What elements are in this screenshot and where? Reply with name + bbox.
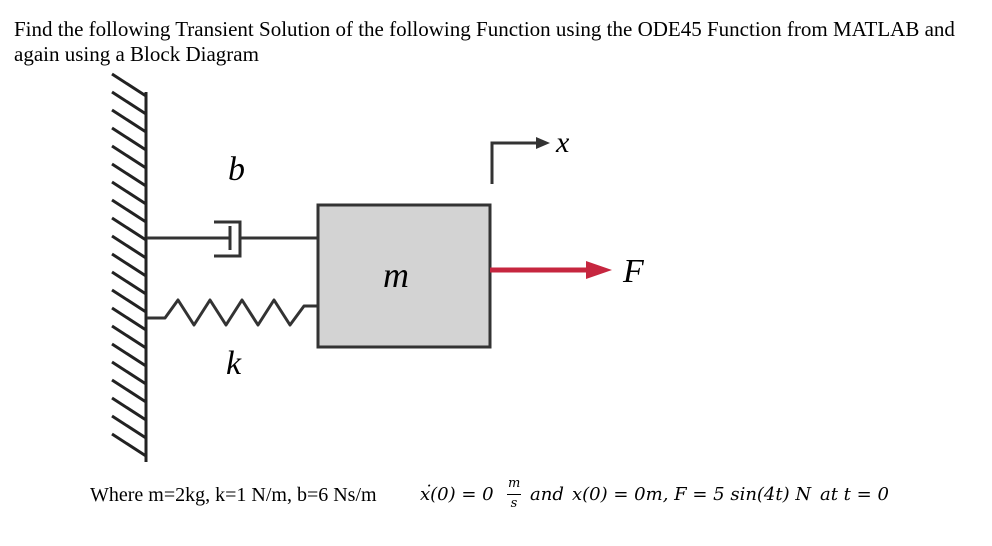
force-arrow bbox=[490, 261, 612, 279]
hatch-line bbox=[111, 396, 147, 422]
hatch-line bbox=[111, 162, 147, 188]
wall bbox=[111, 72, 148, 462]
spring-label: k bbox=[226, 345, 242, 382]
and-text: and bbox=[530, 484, 564, 505]
initial-position-and-force: x(0) = 0m, F = 5 sin(4t) N bbox=[572, 484, 812, 505]
hatch-line bbox=[111, 378, 147, 404]
hatch-line bbox=[111, 432, 147, 458]
velocity-unit-denominator: s bbox=[510, 496, 518, 511]
question-text: Find the following Transient Solution of… bbox=[14, 17, 955, 66]
mass-label: m bbox=[383, 255, 409, 295]
velocity-unit-numerator: m bbox=[508, 476, 521, 491]
hatch-line bbox=[111, 252, 147, 278]
hatch-line bbox=[111, 216, 147, 242]
hatch-line bbox=[111, 342, 147, 368]
mass-block bbox=[316, 203, 492, 349]
spring bbox=[147, 298, 318, 327]
hatch-line bbox=[111, 198, 147, 224]
hatch-line bbox=[111, 360, 147, 386]
initial-time: at t = 0 bbox=[820, 484, 889, 505]
force-label: F bbox=[622, 253, 645, 290]
hatch-line bbox=[111, 324, 147, 350]
hatch-line bbox=[111, 90, 147, 116]
displacement-label: x bbox=[555, 126, 570, 159]
hatch-line bbox=[111, 414, 147, 440]
damper bbox=[147, 220, 318, 258]
hatch-line bbox=[111, 234, 147, 260]
hatch-line bbox=[111, 144, 147, 170]
displacement-arrow bbox=[490, 137, 550, 184]
fraction-bar bbox=[507, 494, 521, 495]
hatch-line bbox=[111, 288, 147, 314]
parameters-text: Where m=2kg, k=1 N/m, b=6 Ns/m bbox=[90, 484, 377, 506]
hatch-line bbox=[111, 108, 147, 134]
hatch-line bbox=[111, 270, 147, 296]
initial-velocity-expression: x(0) = 0 bbox=[420, 484, 494, 505]
hatch-line bbox=[111, 180, 147, 206]
wall-hatching bbox=[111, 72, 147, 458]
hatch-line bbox=[111, 306, 147, 332]
hatch-line bbox=[111, 72, 147, 98]
dot-accent: ˙ bbox=[423, 482, 432, 503]
hatch-line bbox=[111, 126, 147, 152]
initial-velocity: ˙ x(0) = 0 bbox=[420, 482, 494, 505]
damper-label: b bbox=[228, 151, 245, 188]
